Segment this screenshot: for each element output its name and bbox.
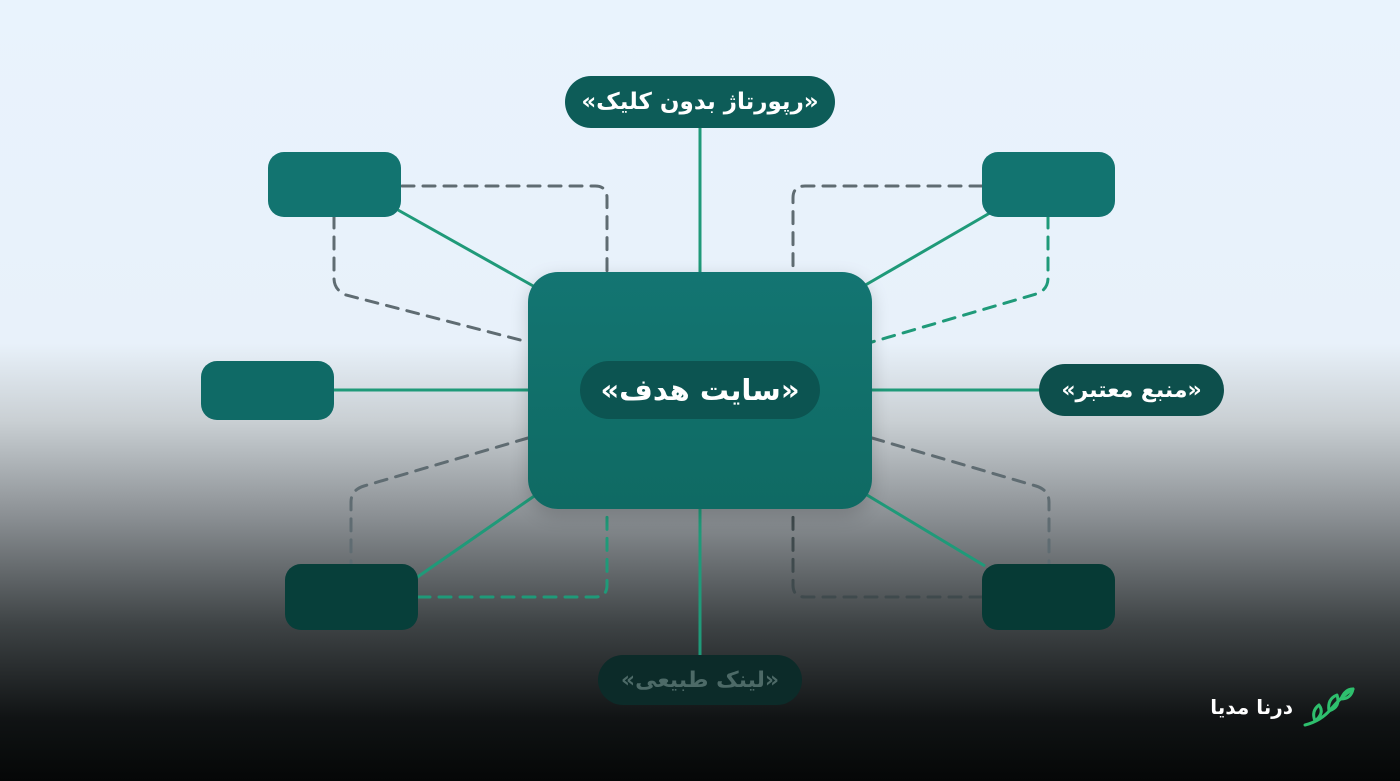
node-bottom-left	[285, 564, 418, 630]
node-top-left	[268, 152, 401, 217]
dashed-bottom-right-inner	[791, 507, 984, 599]
spoke-top-right	[861, 208, 996, 289]
dashed-top-right-inner	[870, 214, 1050, 344]
dashed-bottom-right-outer	[870, 436, 1051, 568]
label-bottom: «لینک طبیعی»	[598, 655, 802, 705]
hub-label: «سایت هدف»	[580, 361, 820, 419]
label-top: «رپورتاژ بدون کلیک»	[565, 76, 835, 128]
dashed-bottom-left-outer	[349, 436, 530, 568]
spoke-top-left	[397, 208, 536, 289]
node-bottom-right	[982, 564, 1115, 630]
spoke-bottom-left	[415, 490, 541, 580]
label-right: «منبع معتبر»	[1039, 364, 1224, 416]
brand-name: درنا مدیا	[1210, 695, 1293, 719]
dashed-top-right-outer	[791, 184, 984, 274]
leaf-logo-icon	[1303, 687, 1355, 727]
brand-logo: درنا مدیا	[1205, 684, 1355, 730]
node-top-right	[982, 152, 1115, 217]
dashed-bottom-left-inner	[416, 507, 609, 599]
dashed-top-left-outer	[400, 184, 609, 274]
spoke-bottom-right	[861, 490, 986, 568]
dashed-top-left-inner	[332, 214, 530, 344]
node-middle-left	[201, 361, 334, 420]
